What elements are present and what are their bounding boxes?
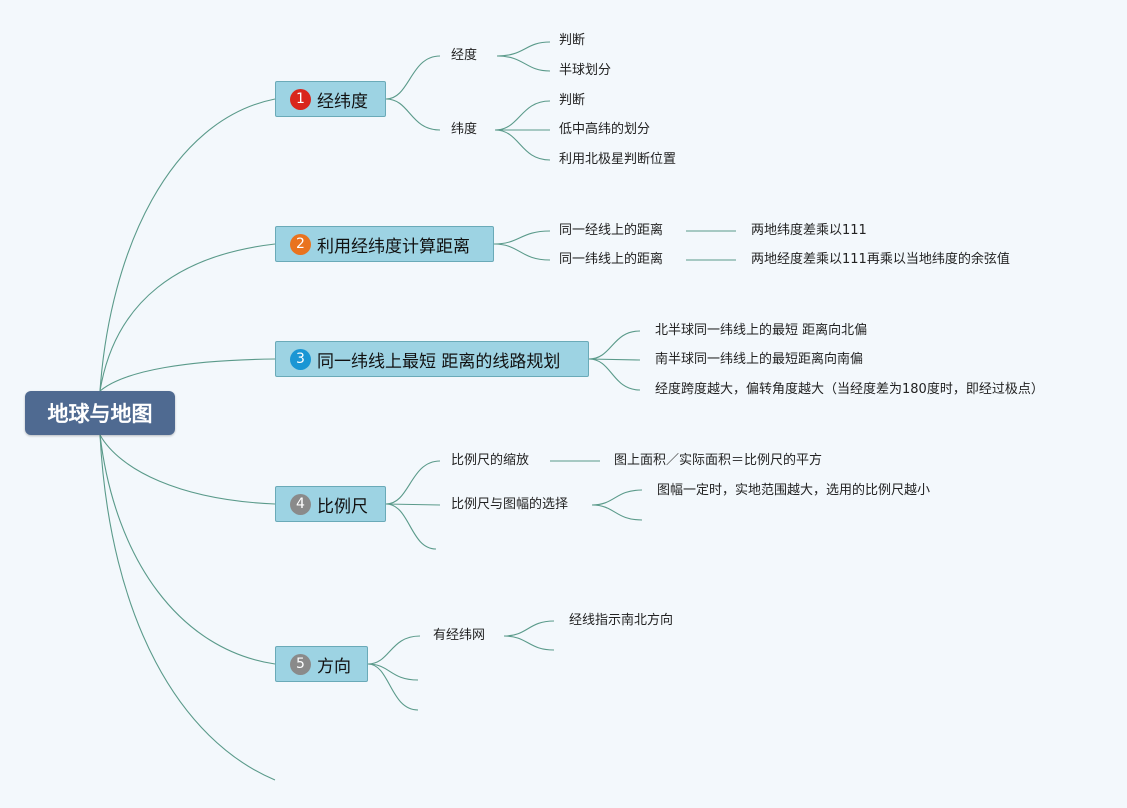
topic-label: 同一纬线上最短 距离的线路规划 (317, 351, 561, 372)
node-same-meridian[interactable]: 同一经线上的距离 (559, 223, 664, 238)
note-area-ratio[interactable]: 图上面积／实际面积＝比例尺的平方 (614, 453, 823, 468)
topic-label: 比例尺 (317, 496, 368, 517)
link-root-topic4 (99, 434, 276, 505)
number-badge-3: 3 (290, 348, 311, 370)
link-root-topic2 (99, 243, 276, 392)
leaf-longitude-judge[interactable]: 判断 (559, 33, 586, 48)
link-t4-c (385, 503, 437, 550)
number-badge-1: 1 (290, 88, 311, 110)
number-badge-5: 5 (290, 653, 311, 675)
leaf-polaris-position[interactable]: 利用北极星判断位置 (559, 152, 677, 167)
number-badge-2: 2 (290, 233, 311, 255)
topic-label: 方向 (317, 656, 351, 677)
link-root-topic3 (99, 358, 276, 392)
root-node[interactable]: 地球与地图 (25, 391, 175, 435)
link-t3-c (588, 358, 641, 391)
link-t5-a (367, 635, 421, 665)
link-t3-a (588, 330, 641, 360)
link-weidu-a (494, 100, 551, 131)
link-t2-b (493, 243, 551, 261)
link-root-topic5 (99, 434, 276, 665)
note-meridian-distance[interactable]: 两地纬度差乘以111 (751, 223, 867, 238)
topic-route-planning[interactable]: 3 同一纬线上最短 距离的线路规划 (275, 341, 589, 377)
topic-direction[interactable]: 5 方向 (275, 646, 368, 682)
node-scale-sheet-choice[interactable]: 比例尺与图幅的选择 (451, 497, 569, 512)
node-same-parallel[interactable]: 同一纬线上的距离 (559, 252, 664, 267)
leaf-hemisphere-division[interactable]: 半球划分 (559, 63, 612, 78)
note-parallel-distance[interactable]: 两地经度差乘以111再乘以当地纬度的余弦值 (751, 252, 1010, 267)
link-t1-jingdu (385, 55, 441, 100)
leaf-meridian-direction[interactable]: 经线指示南北方向 (569, 613, 674, 628)
link-t5-b (367, 663, 419, 681)
leaf-south-hemisphere[interactable]: 南半球同一纬线上的最短距离向南偏 (655, 352, 864, 367)
leaf-sheet-rule[interactable]: 图幅一定时，实地范围越大，选用的比例尺越小 (657, 483, 931, 498)
link-t5-c (367, 663, 419, 711)
leaf-latitude-zones[interactable]: 低中高纬的划分 (559, 122, 651, 137)
topic-label: 经纬度 (317, 91, 368, 112)
topic-label: 利用经纬度计算距离 (317, 236, 470, 257)
link-weidu-c (494, 129, 551, 161)
link-t4-a (385, 460, 441, 505)
link-jingdu-b (496, 55, 551, 72)
topic-distance-calc[interactable]: 2 利用经纬度计算距离 (275, 226, 494, 262)
link-t5-a-a (503, 620, 555, 637)
link-t2-a (493, 230, 551, 245)
node-latitude[interactable]: 纬度 (451, 122, 478, 137)
link-t4-b-a (591, 489, 643, 506)
leaf-latitude-judge[interactable]: 判断 (559, 93, 586, 108)
link-t5-a-b (503, 635, 555, 651)
node-graticule[interactable]: 有经纬网 (433, 628, 486, 643)
link-jingdu-a (496, 41, 551, 57)
link-t4-b-b (591, 504, 643, 521)
link-t1-weidu (385, 98, 441, 131)
topic-lat-long[interactable]: 1 经纬度 (275, 81, 386, 117)
leaf-deflection-angle[interactable]: 经度跨度越大，偏转角度越大（当经度差为180度时，即经过极点） (655, 382, 1044, 397)
node-longitude[interactable]: 经度 (451, 48, 478, 63)
link-t3-b (588, 358, 641, 361)
topic-scale[interactable]: 4 比例尺 (275, 486, 386, 522)
link-root-extra (99, 434, 276, 781)
node-scale-zoom[interactable]: 比例尺的缩放 (451, 453, 530, 468)
link-root-topic1 (99, 98, 276, 392)
number-badge-4: 4 (290, 493, 311, 515)
leaf-north-hemisphere[interactable]: 北半球同一纬线上的最短 距离向北偏 (655, 323, 868, 338)
link-t4-b (385, 503, 441, 506)
